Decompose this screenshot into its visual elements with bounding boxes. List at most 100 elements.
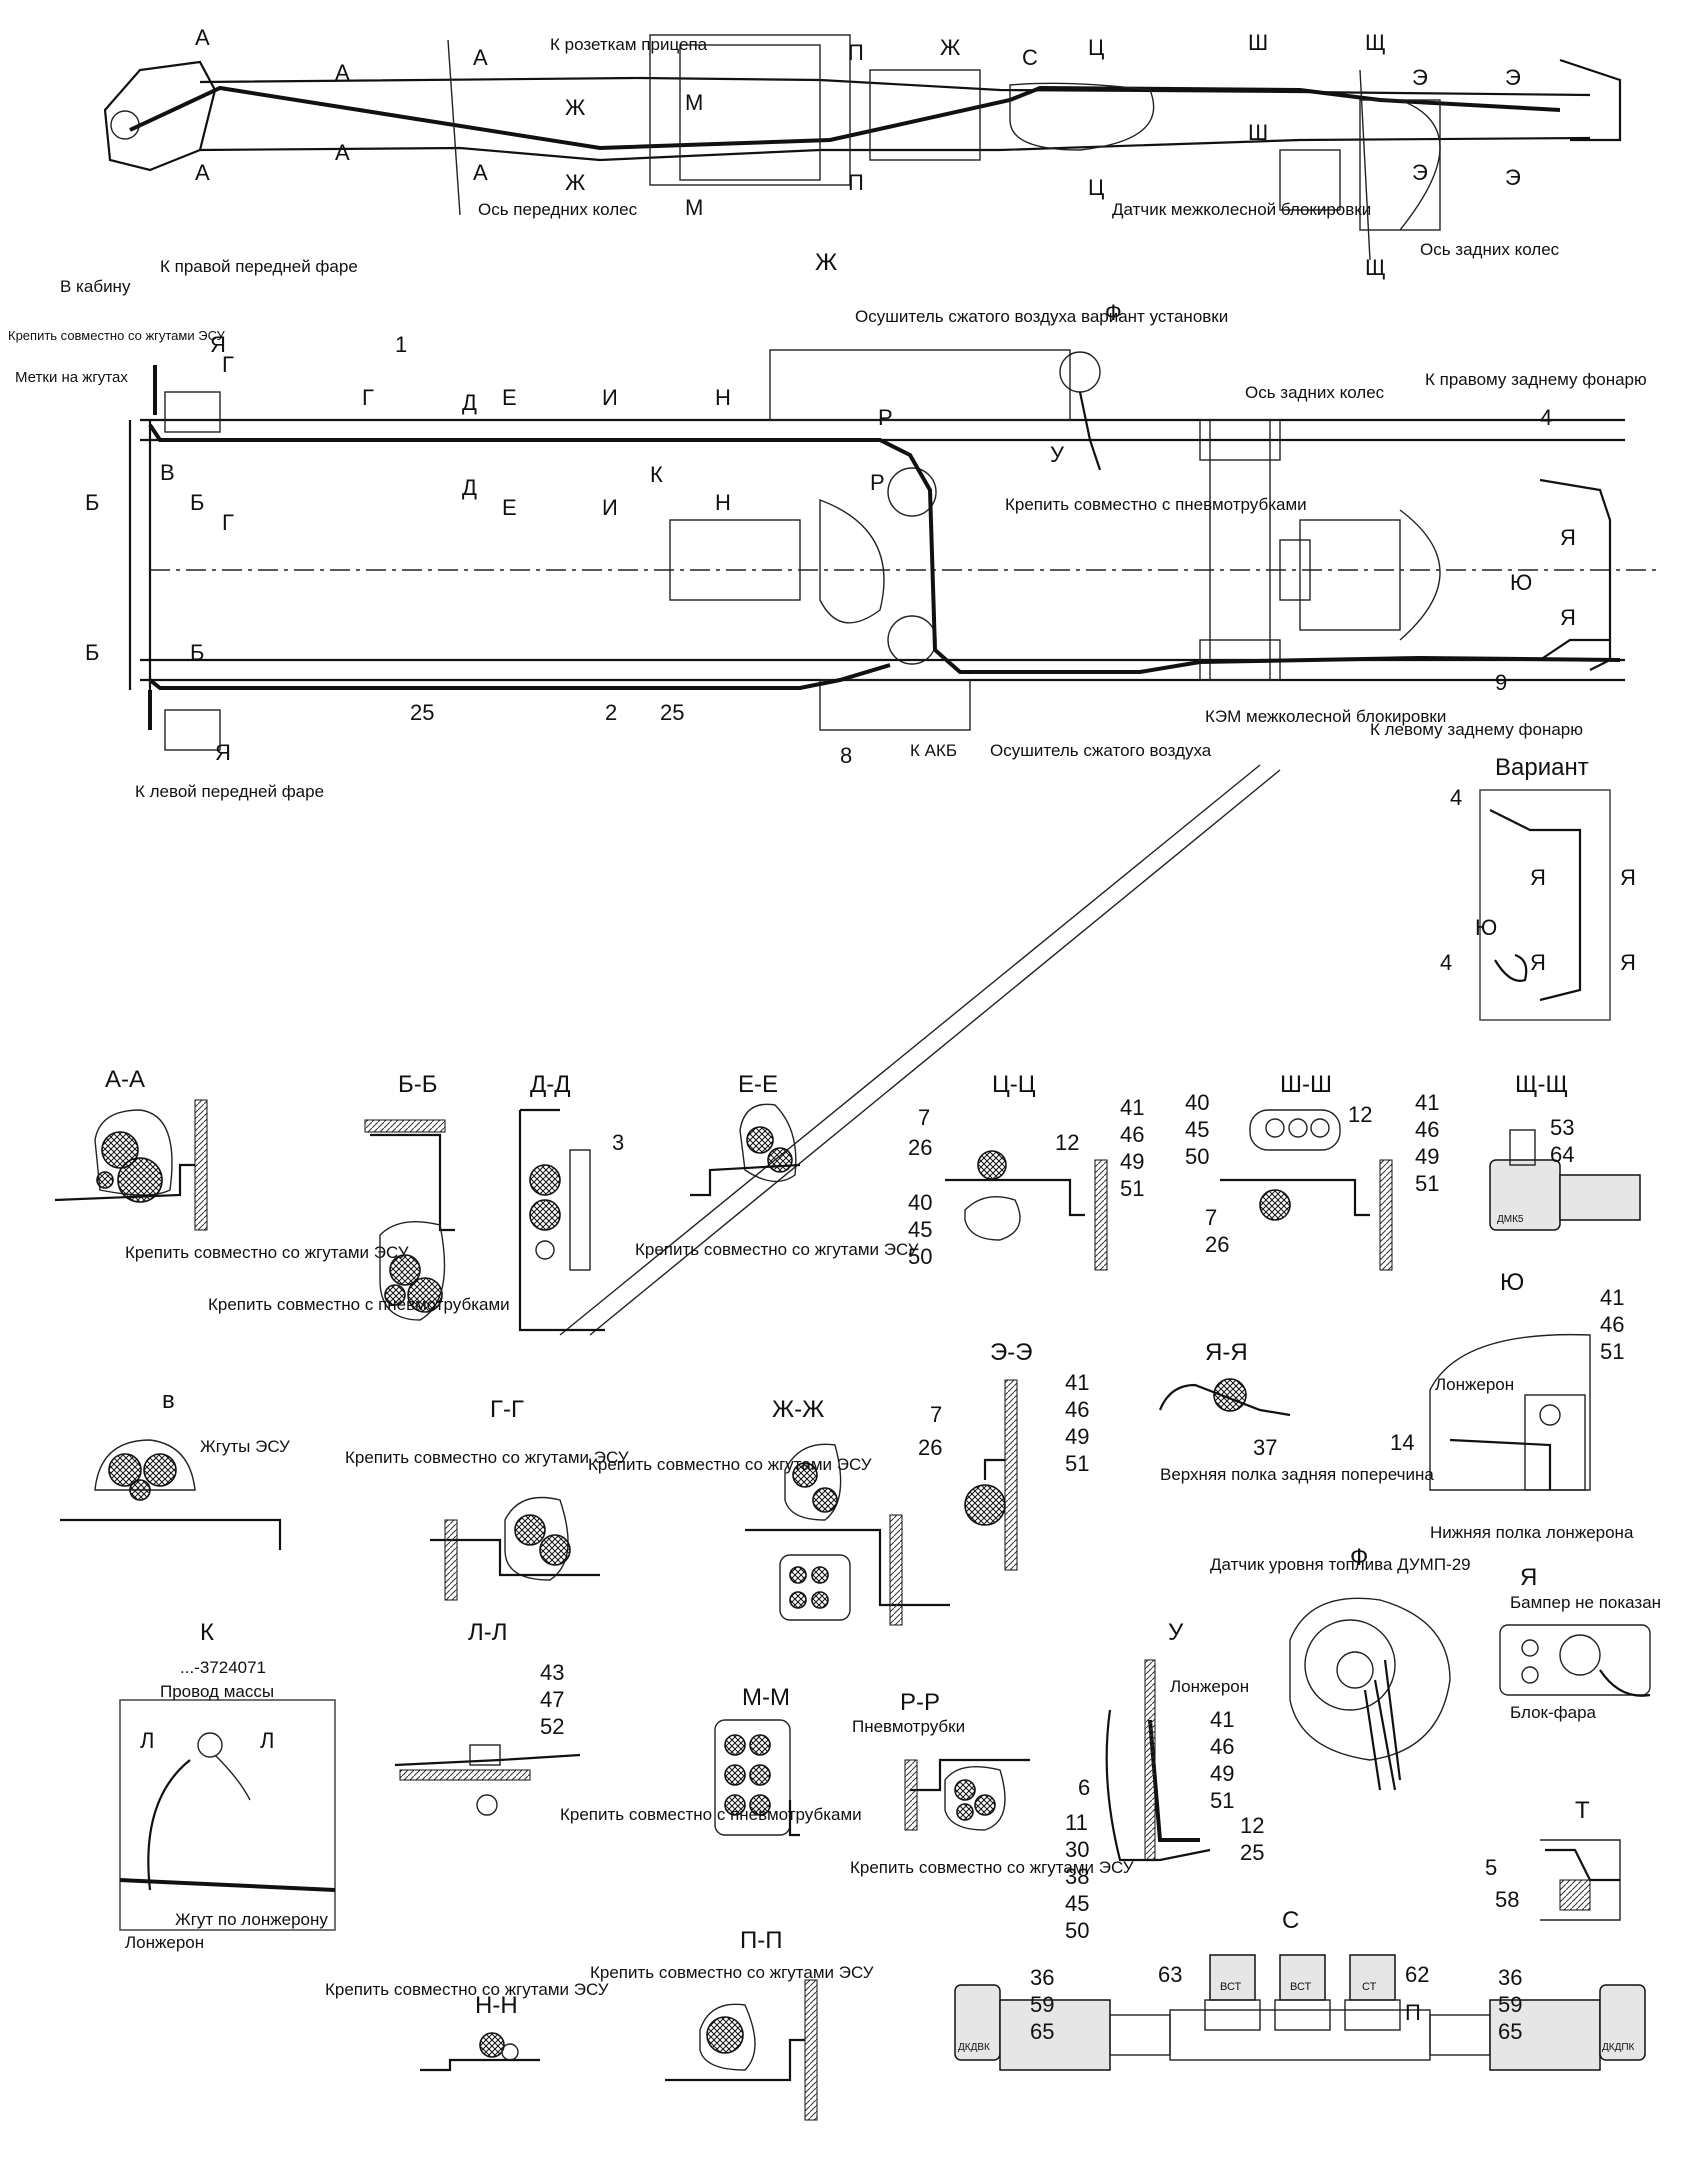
section-title: Я xyxy=(1520,1564,1537,1591)
section-title: Э-Э xyxy=(990,1339,1033,1366)
section-aa: А-А Крепить совместно со жгутами ЭСУ xyxy=(54,1066,409,1262)
section-note: Крепить совместно со жгутами ЭСУ xyxy=(635,1240,919,1259)
mark: Н xyxy=(715,490,731,515)
label-fasten-esu: Крепить совместно со жгутами ЭСУ xyxy=(8,328,226,343)
mark: К xyxy=(650,462,663,487)
section-nn: Н-Н Крепить совместно со жгутами ЭСУ xyxy=(325,1980,609,2072)
label-rear-axle: Ось задних колес xyxy=(1420,240,1560,259)
section-note: Крепить совместно со жгутами ЭСУ xyxy=(125,1243,409,1262)
callout-number: 63 xyxy=(1158,1962,1182,1987)
mark: В xyxy=(160,460,175,485)
callout-number: 50 xyxy=(908,1244,932,1269)
callout-number: 40 xyxy=(1185,1090,1209,1115)
callout-number: 37 xyxy=(1253,1435,1277,1460)
label-rear-axle-main: Ось задних колес xyxy=(1245,383,1385,402)
label-harness-marks: Метки на жгутах xyxy=(15,369,128,386)
section-mark: Ц xyxy=(1088,35,1104,60)
section-title: Ф xyxy=(1350,1544,1368,1571)
section-note: Крепить совместно с пневмотрубками xyxy=(560,1805,862,1824)
mark: Е xyxy=(502,385,517,410)
section-mark: М xyxy=(685,90,703,115)
section-mark: А xyxy=(335,140,350,165)
callout-number: 36 xyxy=(1030,1965,1054,1990)
callout-number: 46 xyxy=(1065,1397,1089,1422)
section-note: Крепить совместно со жгутами ЭСУ xyxy=(590,1963,874,1982)
mark: Ф xyxy=(1105,300,1122,325)
section-title: К xyxy=(200,1619,214,1646)
mark: И xyxy=(602,495,618,520)
section-mark: С xyxy=(1022,45,1038,70)
callout-number: 12 xyxy=(1240,1813,1264,1838)
section-s: С ВСТ ВСТ СТ ДКДВК ДКДПК 36 59 65 63 62 … xyxy=(954,1907,1646,2071)
callout-number: 14 xyxy=(1390,1430,1414,1455)
section-title: Я-Я xyxy=(1205,1339,1248,1366)
callout-number: 59 xyxy=(1498,1992,1522,2017)
callout-number: 51 xyxy=(1120,1176,1144,1201)
callout-number: 5 xyxy=(1485,1855,1497,1880)
callout-number: 26 xyxy=(918,1435,942,1460)
section-title: Е-Е xyxy=(738,1071,778,1098)
callout-number: 46 xyxy=(1415,1117,1439,1142)
mark: Б xyxy=(85,640,99,665)
section-title: Ш-Ш xyxy=(1280,1071,1332,1098)
mark: Л xyxy=(140,1728,154,1753)
section-title: Л-Л xyxy=(468,1619,508,1646)
callout-number: 25 xyxy=(410,700,434,725)
mark: Ю xyxy=(1510,570,1532,595)
callout-number: 4 xyxy=(1540,405,1552,430)
section-note: Крепить совместно со жгутами ЭСУ xyxy=(345,1448,629,1467)
label: Провод массы xyxy=(160,1682,274,1701)
section-title: Н-Н xyxy=(475,1992,518,2019)
variant-detail: Вариант 4 4 Я Я Ю Я Я xyxy=(1440,754,1636,1021)
label: Нижняя полка лонжерона xyxy=(1430,1523,1634,1542)
callout-number: 46 xyxy=(1120,1122,1144,1147)
label: Бампер не показан xyxy=(1510,1593,1661,1612)
section-tsts: Ц-Ц 7 26 12 41 46 49 51 40 45 50 xyxy=(908,1071,1144,1271)
callout-number: 45 xyxy=(1065,1891,1089,1916)
callout-number: 8 xyxy=(840,743,852,768)
section-gg: Г-Г Крепить совместно со жгутами ЭСУ xyxy=(345,1396,629,1601)
callout-number: 26 xyxy=(908,1135,932,1160)
section-ee: Е-Е Крепить совместно со жгутами ЭСУ xyxy=(635,1071,919,1259)
label: Лонжерон xyxy=(1170,1677,1249,1696)
label-air-dryer: Осушитель сжатого воздуха xyxy=(990,741,1212,760)
label-akb: К АКБ xyxy=(910,741,957,760)
mark: Р xyxy=(870,470,885,495)
callout-number: 30 xyxy=(1065,1837,1089,1862)
label: Лонжерон xyxy=(125,1933,204,1952)
label-trailer-sockets: К розеткам прицепа xyxy=(550,35,708,54)
label-kem: КЭМ межколесной блокировки xyxy=(1205,707,1446,726)
section-f: Ф Датчик уровня топлива ДУМП-29 xyxy=(1210,1544,1471,1791)
section-mark: А xyxy=(195,25,210,50)
mark: Я xyxy=(1530,865,1546,890)
callout-number: 45 xyxy=(1185,1117,1209,1142)
callout-number: 12 xyxy=(1348,1102,1372,1127)
callout-number: 41 xyxy=(1415,1090,1439,1115)
mark: Б xyxy=(190,490,204,515)
label-fasten-pneumo: Крепить совместно с пневмотрубками xyxy=(1005,495,1307,514)
section-title: С xyxy=(1282,1907,1299,1934)
section-note: Крепить совместно со жгутами ЭСУ xyxy=(588,1455,872,1474)
mark: Б xyxy=(85,490,99,515)
callout-number: 49 xyxy=(1210,1761,1234,1786)
section-mark: Ш xyxy=(1248,120,1268,145)
callout-number: 25 xyxy=(660,700,684,725)
callout-number: 45 xyxy=(908,1217,932,1242)
callout-number: 1 xyxy=(395,332,407,357)
section-mark: Э xyxy=(1412,160,1428,185)
label: Датчик уровня топлива ДУМП-29 xyxy=(1210,1555,1471,1574)
section-bb: Б-Б Крепить совместно с пневмотрубками xyxy=(208,1071,510,1321)
callout-number: 41 xyxy=(1210,1707,1234,1732)
section-title: Щ-Щ xyxy=(1515,1071,1568,1098)
section-yaya: Я-Я 37 Верхняя полка задняя поперечина xyxy=(1158,1339,1434,1484)
mark: Я xyxy=(1560,525,1576,550)
mark: Д xyxy=(462,475,477,500)
section-ee2: Э-Э 7 26 41 46 49 51 xyxy=(918,1339,1089,1571)
callout-number: 38 xyxy=(1065,1864,1089,1889)
section-title: У xyxy=(1168,1619,1184,1646)
label: ...-3724071 xyxy=(180,1658,266,1677)
section-pp: П-П Крепить совместно со жгутами ЭСУ xyxy=(590,1927,874,2121)
section-ya: Я Бампер не показан Блок-фара xyxy=(1499,1564,1661,1722)
mark: И xyxy=(602,385,618,410)
callout-number: 51 xyxy=(1210,1788,1234,1813)
